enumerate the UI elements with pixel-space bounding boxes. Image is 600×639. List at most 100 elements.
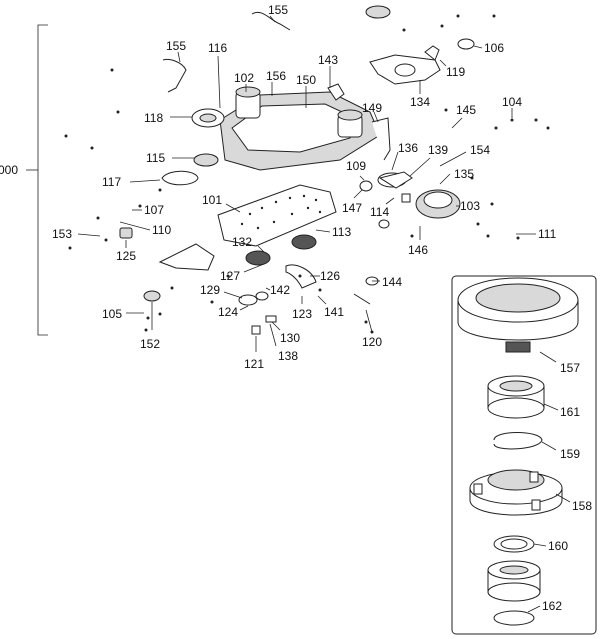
- svg-text:110: 110: [152, 223, 171, 237]
- svg-text:107: 107: [144, 203, 164, 217]
- callout-105: 105: [102, 307, 144, 321]
- svg-text:102: 102: [234, 71, 254, 85]
- svg-text:159: 159: [560, 447, 580, 461]
- inset-callout-159: 159: [541, 441, 580, 461]
- callouts: 155 155 116 102 156 150 143 106 119 134 …: [52, 3, 557, 371]
- fasteners: [64, 14, 550, 334]
- svg-text:104: 104: [502, 95, 522, 109]
- svg-text:158: 158: [572, 499, 592, 513]
- svg-text:130: 130: [280, 331, 300, 345]
- svg-text:142: 142: [270, 283, 290, 297]
- callout-121: 121: [244, 336, 264, 371]
- svg-text:101: 101: [202, 193, 222, 207]
- callout-154: 154: [439, 143, 490, 167]
- assembly-label: 000: [0, 163, 18, 177]
- callout-139: 139: [409, 143, 448, 177]
- callout-104: 104: [502, 95, 522, 118]
- svg-text:132: 132: [232, 235, 252, 249]
- callout-106: 106: [473, 41, 504, 55]
- callout-141: 141: [317, 295, 344, 319]
- svg-text:124: 124: [218, 305, 238, 319]
- callout-125: 125: [116, 240, 136, 263]
- svg-text:150: 150: [296, 73, 316, 87]
- svg-text:129: 129: [200, 283, 220, 297]
- svg-text:135: 135: [454, 167, 474, 181]
- callout-147: 147: [342, 189, 362, 215]
- callout-150: 150: [296, 73, 316, 108]
- svg-text:156: 156: [266, 69, 286, 83]
- svg-text:145: 145: [456, 103, 476, 117]
- inset-part-159: [493, 432, 543, 450]
- svg-text:105: 105: [102, 307, 122, 321]
- callout-117: 117: [102, 175, 161, 189]
- callout-149: 149: [362, 101, 382, 123]
- callout-126: 126: [310, 269, 340, 283]
- svg-text:103: 103: [460, 199, 480, 213]
- callout-111: 111: [516, 227, 557, 241]
- svg-text:115: 115: [146, 151, 165, 165]
- inset-callout-158: 158: [555, 493, 592, 513]
- callout-156: 156: [266, 69, 286, 96]
- callout-142: 142: [265, 283, 290, 297]
- svg-text:153: 153: [52, 227, 72, 241]
- callout-114: 114: [370, 197, 395, 219]
- inset-callout-157: 157: [539, 351, 580, 375]
- inset-part-162: [493, 610, 535, 626]
- svg-text:119: 119: [446, 65, 465, 79]
- parts-artwork: [119, 5, 475, 335]
- svg-text:117: 117: [102, 175, 121, 189]
- svg-text:114: 114: [370, 205, 389, 219]
- svg-text:127: 127: [220, 269, 240, 283]
- svg-text:147: 147: [342, 201, 362, 215]
- inset-part-160: [493, 535, 535, 553]
- svg-text:126: 126: [320, 269, 340, 283]
- inset-part-158: [469, 469, 563, 516]
- svg-text:113: 113: [332, 225, 351, 239]
- inset-part-157: [457, 277, 579, 353]
- svg-text:136: 136: [398, 141, 418, 155]
- callout-113: 113: [315, 225, 351, 239]
- svg-text:121: 121: [244, 357, 264, 371]
- svg-text:155: 155: [166, 39, 186, 53]
- inset-callout-162: 162: [527, 599, 562, 613]
- svg-text:116: 116: [208, 41, 227, 55]
- callout-144: 144: [372, 275, 402, 289]
- svg-text:152: 152: [140, 337, 160, 351]
- callout-109: 109: [346, 159, 366, 181]
- svg-text:134: 134: [410, 95, 430, 109]
- svg-text:161: 161: [560, 405, 580, 419]
- callout-155-left: 155: [166, 39, 186, 63]
- svg-text:144: 144: [382, 275, 402, 289]
- inset-part-161: [487, 375, 545, 419]
- svg-text:109: 109: [346, 159, 366, 173]
- svg-text:139: 139: [428, 143, 448, 157]
- svg-text:123: 123: [292, 307, 312, 321]
- callout-103: 103: [456, 199, 480, 213]
- svg-text:154: 154: [470, 143, 490, 157]
- callout-135: 135: [439, 167, 474, 185]
- inset-part-bearing-2: [487, 560, 541, 602]
- svg-text:120: 120: [362, 335, 382, 349]
- svg-text:125: 125: [116, 249, 136, 263]
- svg-text:106: 106: [484, 41, 504, 55]
- callout-145: 145: [451, 103, 476, 129]
- svg-text:111: 111: [538, 227, 557, 241]
- svg-text:157: 157: [560, 361, 580, 375]
- callout-123: 123: [292, 296, 312, 321]
- callout-136: 136: [391, 141, 418, 171]
- svg-text:143: 143: [318, 53, 338, 67]
- callout-152: 152: [140, 302, 160, 351]
- callout-118: 118: [144, 111, 192, 125]
- callout-143: 143: [318, 53, 338, 88]
- callout-134: 134: [410, 80, 430, 109]
- callout-120: 120: [362, 309, 382, 349]
- callout-119: 119: [439, 59, 465, 79]
- callout-102: 102: [234, 71, 254, 92]
- inset-panel: 157 161 159 158 160 162: [451, 275, 597, 635]
- callout-138: 138: [269, 323, 298, 363]
- callout-110: 110: [119, 221, 171, 237]
- svg-text:138: 138: [278, 349, 298, 363]
- callout-101: 101: [202, 193, 241, 213]
- svg-text:146: 146: [408, 243, 428, 257]
